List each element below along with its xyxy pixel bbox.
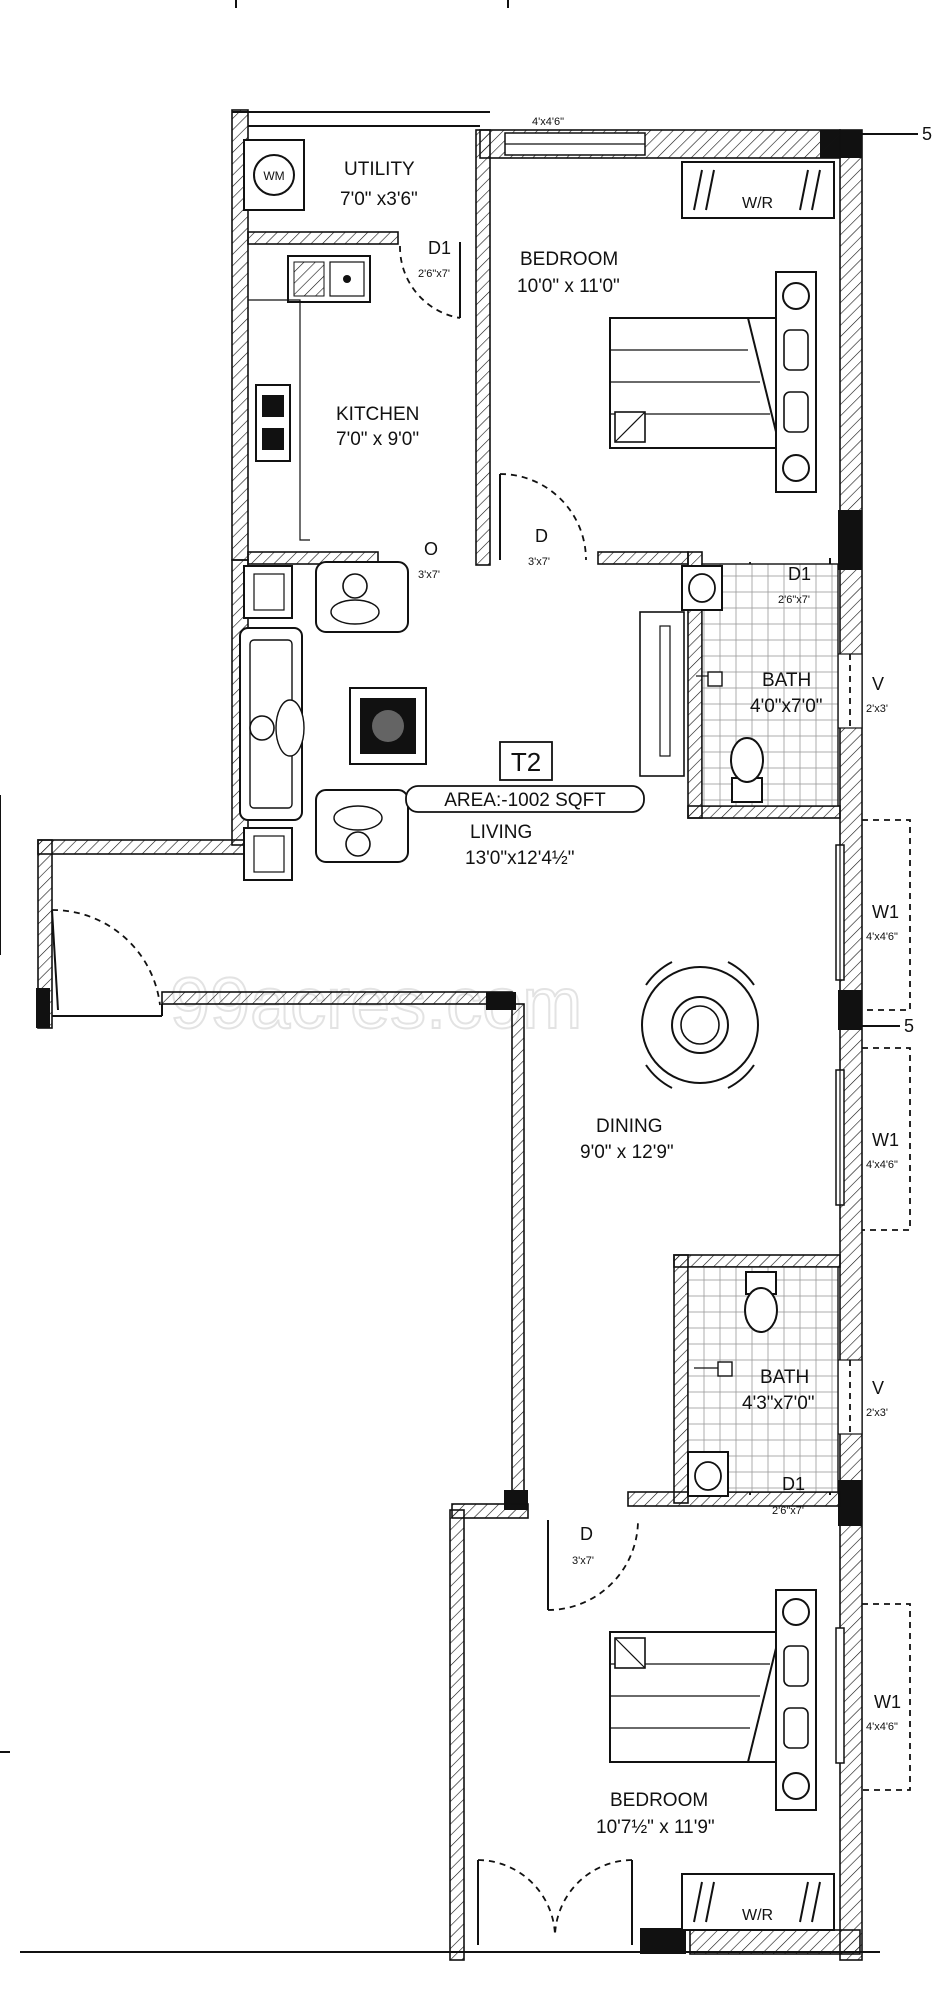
- w1-b-size: 4'x4'6": [866, 1159, 898, 1171]
- bath2-basin: [687, 1451, 729, 1497]
- d1-bath1-tag: D1: [788, 564, 811, 584]
- bed-bedroom2: [609, 1589, 817, 1811]
- bath2-top-wall: [673, 1254, 841, 1268]
- d1-utility-size: 2'6"x7': [418, 268, 450, 280]
- bath2-dims: 4'3"x7'0": [742, 1393, 815, 1414]
- armchair-top: [315, 561, 409, 633]
- bath2-toilet: [744, 1271, 778, 1333]
- bath2-shower: [694, 1361, 733, 1377]
- bed-bedroom1: [609, 271, 817, 493]
- dining-table: [641, 961, 759, 1089]
- edge-marker-2: 5: [904, 1016, 914, 1036]
- bedroom1-bottom-wall: [597, 551, 689, 565]
- v-bath1-tag: V: [872, 674, 884, 694]
- area-badge: AREA:-1002 SQFT: [405, 785, 645, 813]
- o-kitchen-tag: O: [424, 539, 438, 559]
- d-bedroom1-size: 3'x7': [528, 556, 550, 568]
- svg-text:W/R: W/R: [742, 1907, 773, 1924]
- kitchen-sink: [287, 255, 371, 303]
- column-right-mid: [838, 990, 862, 1030]
- bath1-bottom-wall: [687, 805, 841, 819]
- person-sofa: [249, 699, 305, 757]
- w1-b-tag: W1: [872, 1130, 899, 1150]
- bath2-left-wall: [673, 1254, 689, 1504]
- armchair-bottom: [315, 789, 409, 863]
- vent-v-1: [837, 653, 863, 729]
- top-window-size: 4'x4'6": [532, 116, 564, 128]
- d1-bath2-tag: D1: [782, 1474, 805, 1494]
- bedroom2-left-wall: [449, 1509, 465, 1961]
- bath1-toilet: [730, 737, 764, 803]
- bath1-shower: [696, 671, 723, 687]
- bedroom2-name: BEDROOM: [610, 1790, 708, 1811]
- d1-utility-tag: D1: [428, 238, 451, 258]
- w1-a-size: 4'x4'6": [866, 931, 898, 943]
- d1-bath2-size: 2'6"x7': [772, 1505, 804, 1517]
- v-bath2-tag: V: [872, 1378, 884, 1398]
- d-bedroom2-size: 3'x7': [572, 1555, 594, 1567]
- window-w1-c: [835, 1603, 911, 1791]
- area-text: AREA:-1002 SQFT: [444, 790, 606, 811]
- bedroom2-dims: 10'7½" x 11'9": [596, 1817, 715, 1838]
- bedroom2-bottom-wall: [689, 1929, 861, 1955]
- bath2-bottom-wall: [627, 1491, 841, 1507]
- kitchen-dims: 7'0" x 9'0": [336, 429, 419, 450]
- bath2-name: BATH: [760, 1367, 809, 1388]
- d1-bath1-size: 2'6"x7': [778, 594, 810, 606]
- window-w1-a: [835, 819, 911, 1011]
- v-bath2-size: 2'x3': [866, 1407, 888, 1419]
- edge-marker-1: 5: [922, 124, 932, 144]
- dining-left-wall: [511, 1003, 525, 1505]
- kitchen-counter: [248, 299, 310, 541]
- bedroom1-name: BEDROOM: [520, 249, 618, 270]
- door-d-bedroom2: [547, 1519, 639, 1611]
- living-bottom-wall: [161, 991, 513, 1005]
- stove: [255, 384, 291, 462]
- door-d-bedroom1: [499, 473, 587, 561]
- door-d1-utility: [399, 242, 461, 319]
- bath1-basin: [681, 565, 723, 611]
- svg-text:W/R: W/R: [742, 195, 773, 212]
- bedroom1-dims: 10'0" x 11'0": [517, 276, 620, 297]
- w1-c-tag: W1: [874, 1692, 901, 1712]
- kitchen-name: KITCHEN: [336, 404, 419, 425]
- column-right-lower: [838, 1480, 862, 1526]
- d-bedroom1-tag: D: [535, 526, 548, 546]
- kitchen-bedroom-wall: [475, 129, 491, 566]
- bath1-dims: 4'0"x7'0": [750, 696, 823, 717]
- wardrobe-bottom: W/R: [681, 1873, 835, 1931]
- column-center: [486, 992, 516, 1010]
- column-right-upper: [838, 510, 862, 570]
- unit-tag-box: T2: [499, 741, 553, 781]
- bath1-name: BATH: [762, 670, 811, 691]
- utility-dims: 7'0" x3'6": [340, 189, 418, 210]
- vent-v-2: [837, 1359, 863, 1435]
- door-bedroom2-balcony: [477, 1859, 633, 1945]
- door-entrance: [51, 909, 161, 1011]
- w1-a-tag: W1: [872, 902, 899, 922]
- svg-text:WM: WM: [263, 169, 284, 183]
- living-name: LIVING: [470, 822, 532, 843]
- entrance-top-wall: [37, 839, 249, 855]
- utility-bottom-wall: [247, 231, 399, 245]
- window-top: [504, 132, 646, 156]
- dining-dims: 9'0" x 12'9": [580, 1142, 674, 1163]
- window-w1-b: [835, 1047, 911, 1231]
- d-bedroom2-tag: D: [580, 1524, 593, 1544]
- entrance-column: [36, 988, 50, 1028]
- column-bottom: [640, 1928, 686, 1954]
- washing-machine: WM: [243, 139, 305, 211]
- coffee-table: [349, 687, 427, 765]
- bath1-floor: [701, 563, 839, 807]
- living-dims: 13'0"x12'4½": [465, 848, 575, 869]
- wardrobe-top: W/R: [681, 161, 835, 219]
- dining-name: DINING: [596, 1116, 663, 1137]
- w1-c-size: 4'x4'6": [866, 1721, 898, 1733]
- v-bath1-size: 2'x3': [866, 703, 888, 715]
- utility-name: UTILITY: [344, 159, 415, 180]
- o-kitchen-size: 3'x7': [418, 569, 440, 581]
- unit-tag: T2: [511, 747, 541, 777]
